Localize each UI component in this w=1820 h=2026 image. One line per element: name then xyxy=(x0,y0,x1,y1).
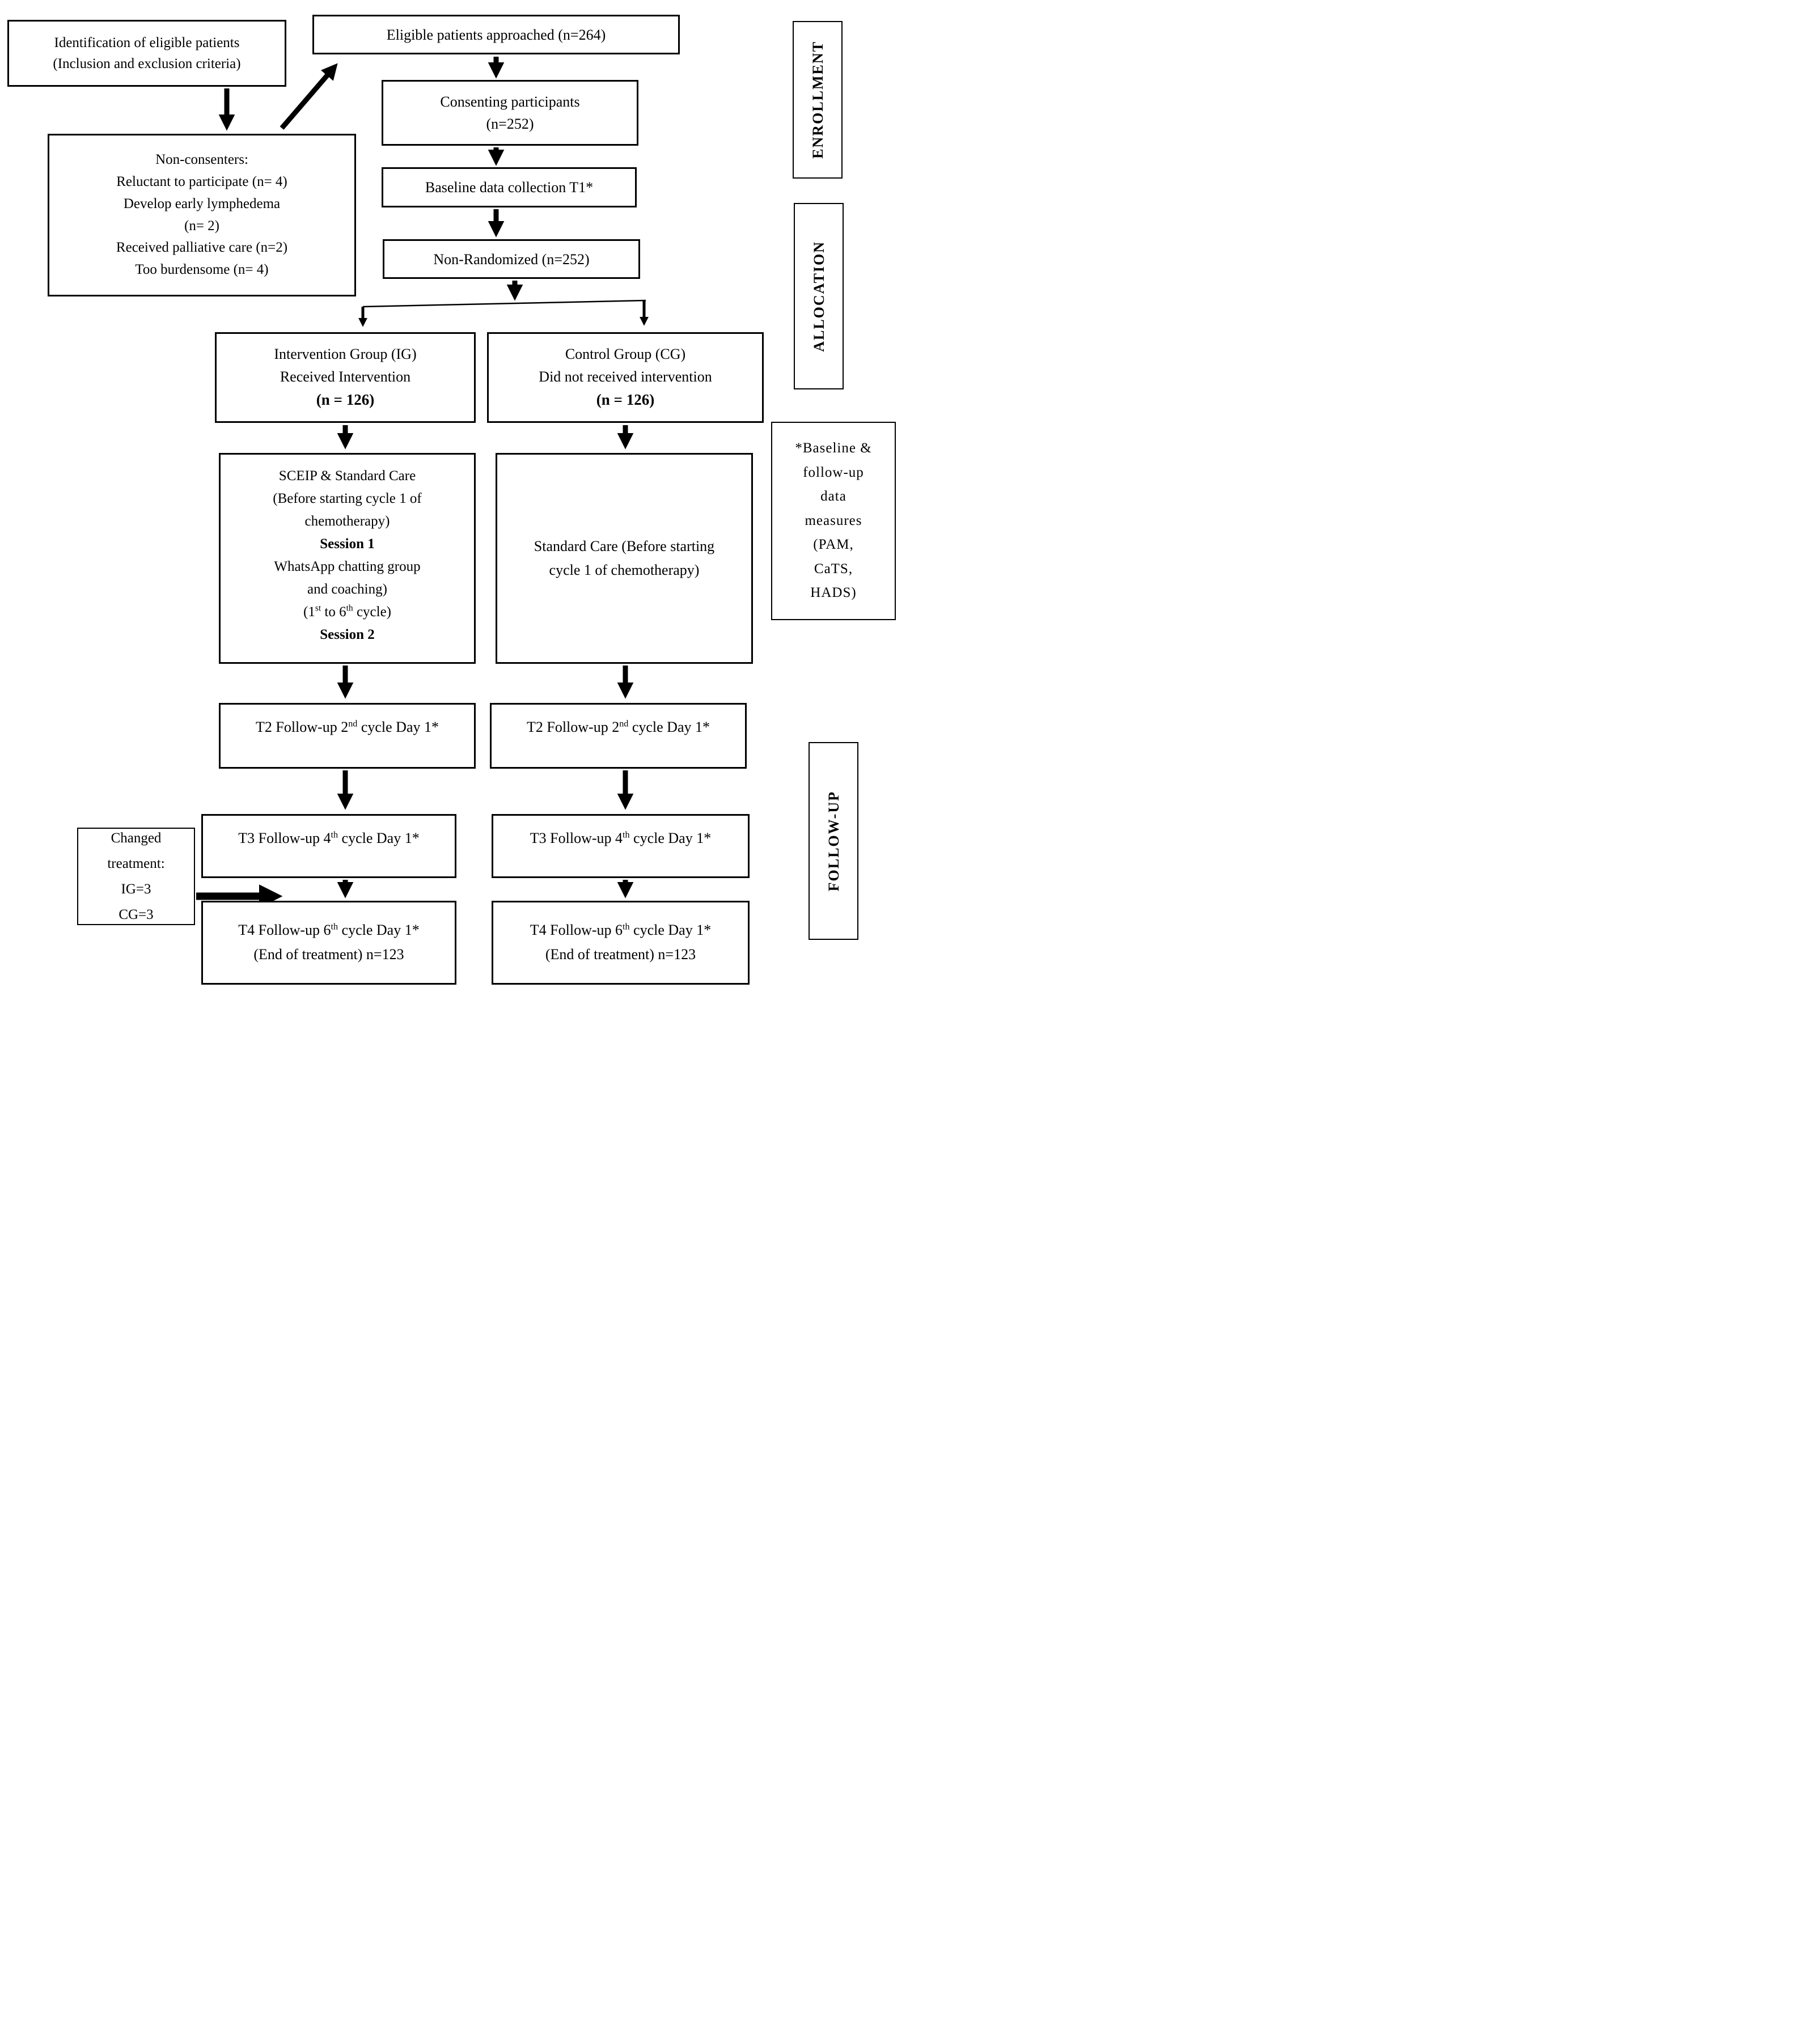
stage-text: ALLOCATION xyxy=(810,240,827,352)
box-text-session1: Session 1 xyxy=(320,536,375,552)
box-text: measures xyxy=(805,512,862,528)
stage-text: ENROLLMENT xyxy=(809,41,826,159)
box-text: T2 Follow-up 2nd cycle Day 1* xyxy=(255,719,439,735)
box-text: Eligible patients approached (n=264) xyxy=(386,26,606,43)
box-t3-followup-cg: T3 Follow-up 4th cycle Day 1* xyxy=(492,814,750,878)
box-text: follow-up xyxy=(803,464,864,480)
box-control-group: Control Group (CG) Did not received inte… xyxy=(487,332,764,423)
box-non-randomized: Non-Randomized (n=252) xyxy=(383,239,640,279)
box-baseline-data-collection: Baseline data collection T1* xyxy=(382,167,637,207)
box-text: (n = 126) xyxy=(316,391,375,409)
arrow-diagonal-to-eligible xyxy=(280,63,338,130)
box-text: Develop early lymphedema xyxy=(123,196,281,211)
box-intervention-group: Intervention Group (IG) Received Interve… xyxy=(215,332,476,423)
box-text: (n = 126) xyxy=(596,391,655,409)
box-text: (Before starting cycle 1 of xyxy=(273,491,422,506)
box-text: (PAM, xyxy=(813,537,854,553)
stage-label-followup: FOLLOW-UP xyxy=(809,742,858,940)
box-text: T3 Follow-up 4th cycle Day 1* xyxy=(238,830,420,846)
box-text: cycle 1 of chemotherapy) xyxy=(549,562,700,578)
box-text-session2: Session 2 xyxy=(320,627,375,642)
box-text: (Inclusion and exclusion criteria) xyxy=(53,56,241,71)
box-text: SCEIP & Standard Care xyxy=(278,468,416,484)
box-sceip-standard-care: SCEIP & Standard Care (Before starting c… xyxy=(219,453,476,664)
box-text: data xyxy=(820,489,846,505)
box-t2-followup-cg: T2 Follow-up 2nd cycle Day 1* xyxy=(490,703,747,769)
stage-text: FOLLOW-UP xyxy=(825,790,842,892)
box-text: (n= 2) xyxy=(184,218,219,234)
box-identification: Identification of eligible patients (Inc… xyxy=(7,20,286,87)
box-measures-note: *Baseline & follow-up data measures (PAM… xyxy=(771,422,896,620)
box-text: Intervention Group (IG) xyxy=(274,345,417,362)
box-text: IG=3 xyxy=(121,881,151,897)
box-text: T3 Follow-up 4th cycle Day 1* xyxy=(530,830,712,846)
consort-flow-diagram: Identification of eligible patients (Inc… xyxy=(0,0,910,1013)
box-t4-followup-ig: T4 Follow-up 6th cycle Day 1* (End of tr… xyxy=(201,901,456,985)
box-text: treatment: xyxy=(107,856,165,871)
box-text: T2 Follow-up 2nd cycle Day 1* xyxy=(526,719,710,735)
box-text: WhatsApp chatting group xyxy=(274,559,421,574)
box-text: HADS) xyxy=(810,585,857,601)
box-standard-care: Standard Care (Before starting cycle 1 o… xyxy=(496,453,753,664)
box-text: Changed xyxy=(111,830,162,846)
box-eligible-approached: Eligible patients approached (n=264) xyxy=(312,15,680,54)
box-text: Received Intervention xyxy=(280,368,411,385)
box-text: Did not received intervention xyxy=(539,368,712,385)
box-text: Identification of eligible patients xyxy=(54,35,240,50)
box-text: Reluctant to participate (n= 4) xyxy=(116,174,287,189)
box-text: Non-consenters: xyxy=(155,152,248,168)
box-text: Baseline data collection T1* xyxy=(425,179,594,196)
box-changed-treatment: Changed treatment: IG=3 CG=3 xyxy=(77,828,195,925)
box-t2-followup-ig: T2 Follow-up 2nd cycle Day 1* xyxy=(219,703,476,769)
box-text: T4 Follow-up 6th cycle Day 1* xyxy=(530,922,712,939)
box-text: and coaching) xyxy=(307,582,387,597)
box-text: CaTS, xyxy=(814,561,853,577)
box-text: (n=252) xyxy=(486,116,534,132)
box-t4-followup-cg: T4 Follow-up 6th cycle Day 1* (End of tr… xyxy=(492,901,750,985)
box-non-consenters: Non-consenters: Reluctant to participate… xyxy=(48,134,356,296)
box-consenting-participants: Consenting participants (n=252) xyxy=(382,80,638,146)
box-t3-followup-ig: T3 Follow-up 4th cycle Day 1* xyxy=(201,814,456,878)
box-text: T4 Follow-up 6th cycle Day 1* xyxy=(238,922,420,939)
box-text: Too burdensome (n= 4) xyxy=(135,262,269,277)
split-line xyxy=(362,299,646,308)
box-text: Received palliative care (n=2) xyxy=(116,240,288,256)
box-text: (End of treatment) n=123 xyxy=(545,946,696,963)
box-text: Non-Randomized (n=252) xyxy=(433,251,590,268)
box-text: Standard Care (Before starting xyxy=(534,538,715,555)
box-text: *Baseline & xyxy=(795,440,872,456)
box-text: chemotherapy) xyxy=(304,514,390,529)
box-text: Consenting participants xyxy=(440,94,580,110)
box-text: CG=3 xyxy=(118,907,154,922)
box-text-cycles: (1st to 6th cycle) xyxy=(303,603,391,620)
box-text: Control Group (CG) xyxy=(565,345,686,362)
box-text: (End of treatment) n=123 xyxy=(253,946,404,963)
stage-label-allocation: ALLOCATION xyxy=(794,203,844,389)
stage-label-enrollment: ENROLLMENT xyxy=(793,21,843,179)
